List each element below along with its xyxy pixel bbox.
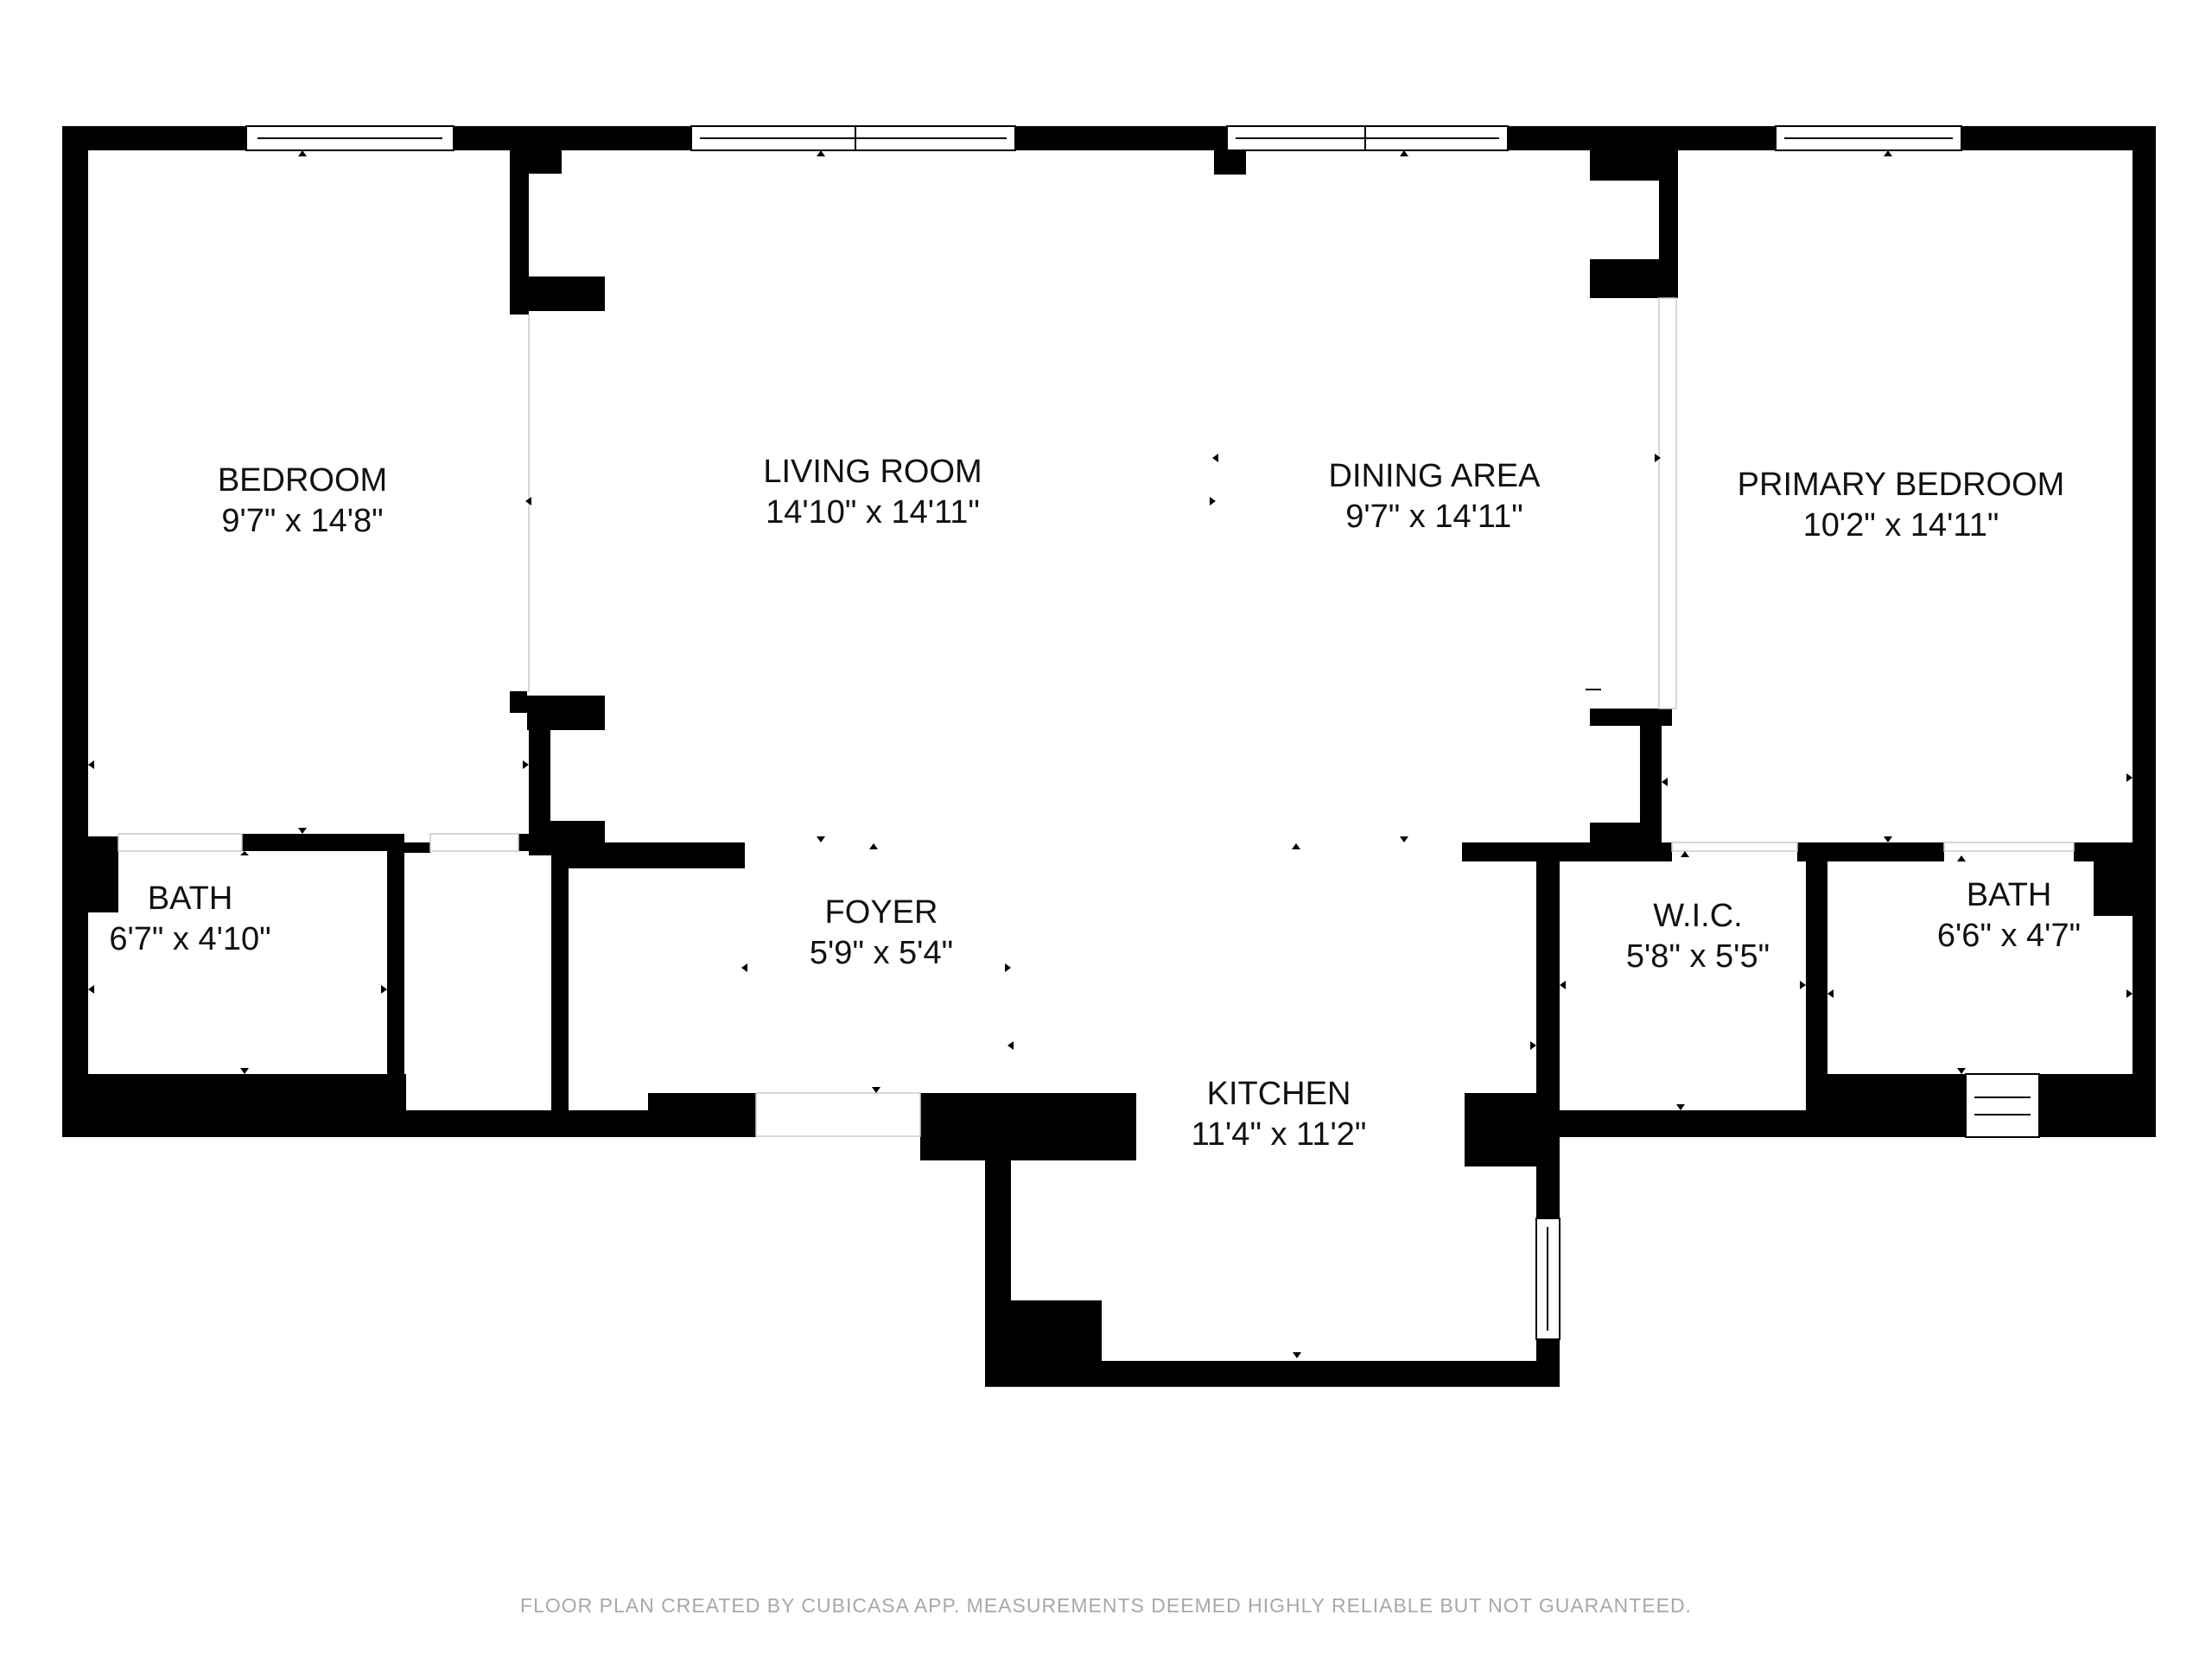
room-label-bedroom: BEDROOM 9'7" x 14'8" <box>173 461 432 542</box>
room-label-dining-area: DINING AREA 9'7" x 14'11" <box>1296 456 1573 537</box>
exterior-walls <box>62 126 2156 1387</box>
room-dimensions: 10'2" x 14'11" <box>1802 507 1999 543</box>
room-dimensions: 11'4" x 11'2" <box>1191 1116 1367 1153</box>
room-name: W.I.C. <box>1653 898 1743 934</box>
room-label-kitchen: KITCHEN 11'4" x 11'2" <box>1158 1074 1400 1155</box>
room-label-living-room: LIVING ROOM 14'10" x 14'11" <box>726 452 1020 533</box>
room-dimensions: 6'7" x 4'10" <box>109 921 271 957</box>
interior-walls <box>88 150 2156 1387</box>
room-name: BEDROOM <box>217 462 388 499</box>
room-dimensions: 5'9" x 5'4" <box>809 935 954 971</box>
footer-disclaimer: FLOOR PLAN CREATED BY CUBICASA APP. MEAS… <box>520 1594 1692 1617</box>
room-name: BATH <box>1966 877 2052 913</box>
room-dimensions: 6'6" x 4'7" <box>1936 918 2082 954</box>
room-dimensions: 14'10" x 14'11" <box>766 494 980 531</box>
room-name: PRIMARY BEDROOM <box>1737 467 2065 503</box>
room-name: KITCHEN <box>1206 1076 1351 1112</box>
room-name: DINING AREA <box>1328 458 1541 494</box>
measurement-ticks <box>88 150 2133 1358</box>
room-label-bath-left: BATH 6'7" x 4'10" <box>86 879 294 960</box>
room-label-bath-right: BATH 6'6" x 4'7" <box>1901 875 2117 957</box>
room-label-primary-bedroom: PRIMARY BEDROOM 10'2" x 14'11" <box>1711 465 2091 546</box>
room-dimensions: 9'7" x 14'11" <box>1345 499 1523 535</box>
room-label-foyer: FOYER 5'9" x 5'4" <box>778 893 985 974</box>
room-name: LIVING ROOM <box>763 454 982 490</box>
room-name: FOYER <box>824 894 938 931</box>
windows <box>245 125 2040 1340</box>
room-name: BATH <box>147 880 233 917</box>
door-openings <box>118 297 2075 1137</box>
room-dimensions: 5'8" x 5'5" <box>1625 938 1770 975</box>
room-label-wic: W.I.C. 5'8" x 5'5" <box>1594 896 1802 977</box>
room-dimensions: 9'7" x 14'8" <box>221 503 384 539</box>
